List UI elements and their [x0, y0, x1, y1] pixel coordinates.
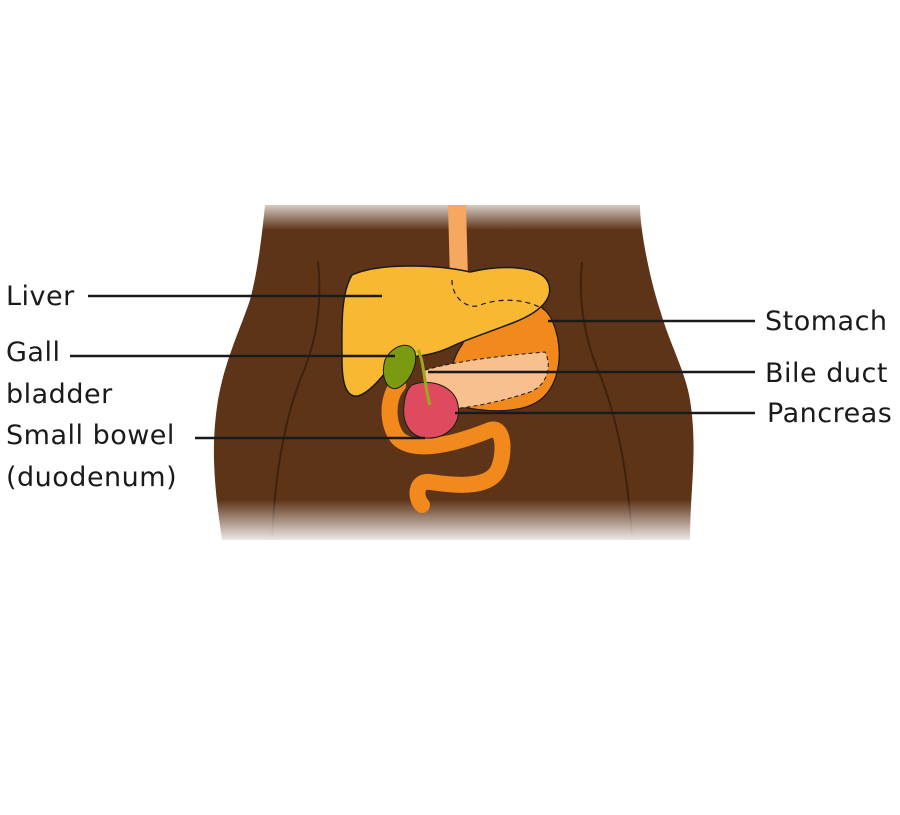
gall-bladder-label-line1: Gall [6, 337, 61, 368]
stomach-label: Stomach [765, 306, 888, 337]
small-bowel-label-line2: (duodenum) [6, 462, 178, 493]
left-arm-line [271, 261, 321, 541]
liver [341, 265, 551, 397]
pancreas-head [403, 381, 460, 439]
right-arm-line [579, 261, 633, 541]
bile-duct [416, 349, 432, 406]
gall-bladder-label-line2: bladder [6, 379, 113, 410]
esophagus [448, 205, 468, 280]
duodenum [381, 377, 511, 513]
small-bowel-label-line1: Small bowel [6, 420, 175, 451]
liver-label: Liver [6, 281, 75, 312]
small-bowel-label: Small bowel (duodenum) [6, 415, 177, 499]
stomach-hidden-outline [451, 279, 546, 311]
bile-duct-label: Bile duct [765, 358, 888, 389]
gall-bladder-label: Gall bladder [6, 332, 113, 416]
pancreas-label: Pancreas [767, 398, 893, 429]
